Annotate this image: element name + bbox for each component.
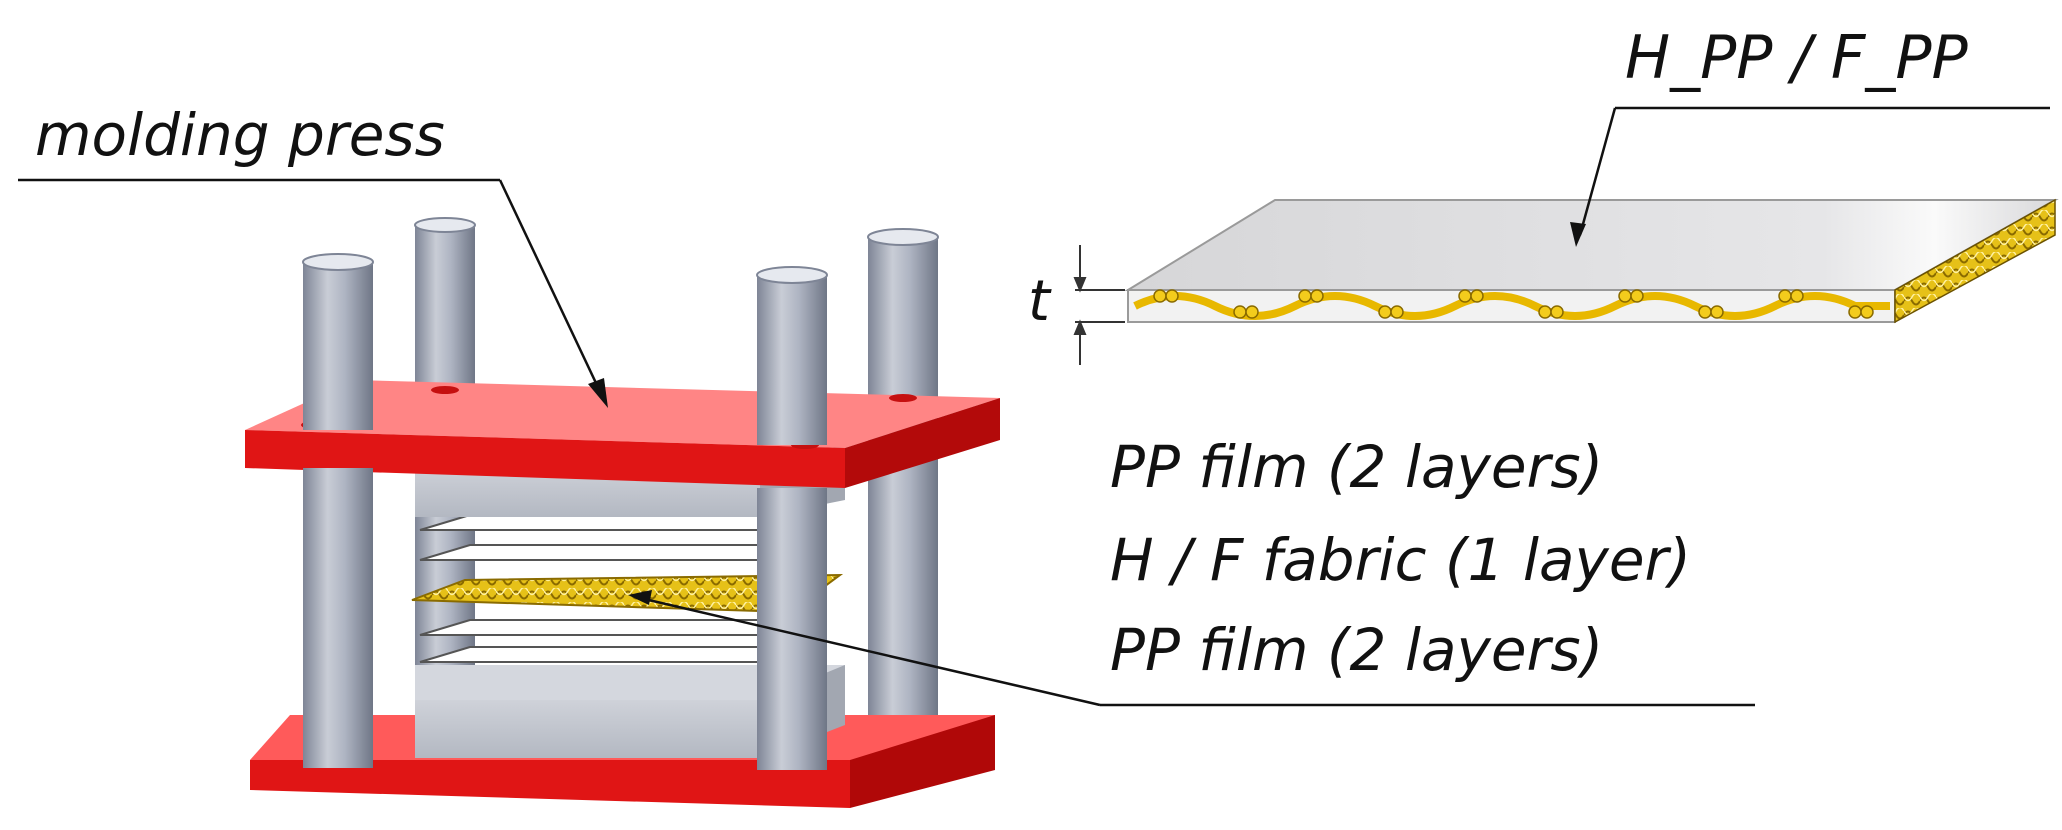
molding-press-label: molding press	[35, 101, 445, 169]
layer-top-label: PP film (2 layers)	[1110, 433, 1603, 501]
pp-film-lower-1	[419, 619, 791, 636]
sheet-side-face	[1894, 198, 2056, 324]
molding-press-leader	[18, 178, 606, 401]
layer-middle-label: H / F fabric (1 layer)	[1110, 526, 1691, 594]
layer-bottom-label: PP film (2 layers)	[1110, 616, 1603, 684]
layer-arrowhead	[628, 590, 652, 605]
back-columns-upper	[414, 217, 939, 400]
pp-film-upper-2	[419, 544, 791, 561]
sheet-top-surface	[1124, 199, 2059, 291]
fiber-bundles	[1153, 289, 1874, 319]
composite-label: H_PP / F_PP	[1625, 23, 1969, 93]
composite-leader	[1578, 106, 2050, 236]
molding-press	[245, 217, 1000, 808]
molding-press-arrowhead	[588, 378, 608, 408]
fabric-layer	[411, 573, 844, 614]
pp-film-lower-2	[419, 646, 791, 663]
composite-sheet	[1124, 198, 2059, 324]
layer-stack	[411, 514, 844, 663]
thickness-label: t	[1028, 269, 1052, 334]
thickness-dimension	[1073, 245, 1125, 365]
pp-film-upper-1	[419, 514, 791, 531]
layer-leader	[639, 596, 1755, 707]
composite-arrowhead	[1570, 222, 1586, 247]
